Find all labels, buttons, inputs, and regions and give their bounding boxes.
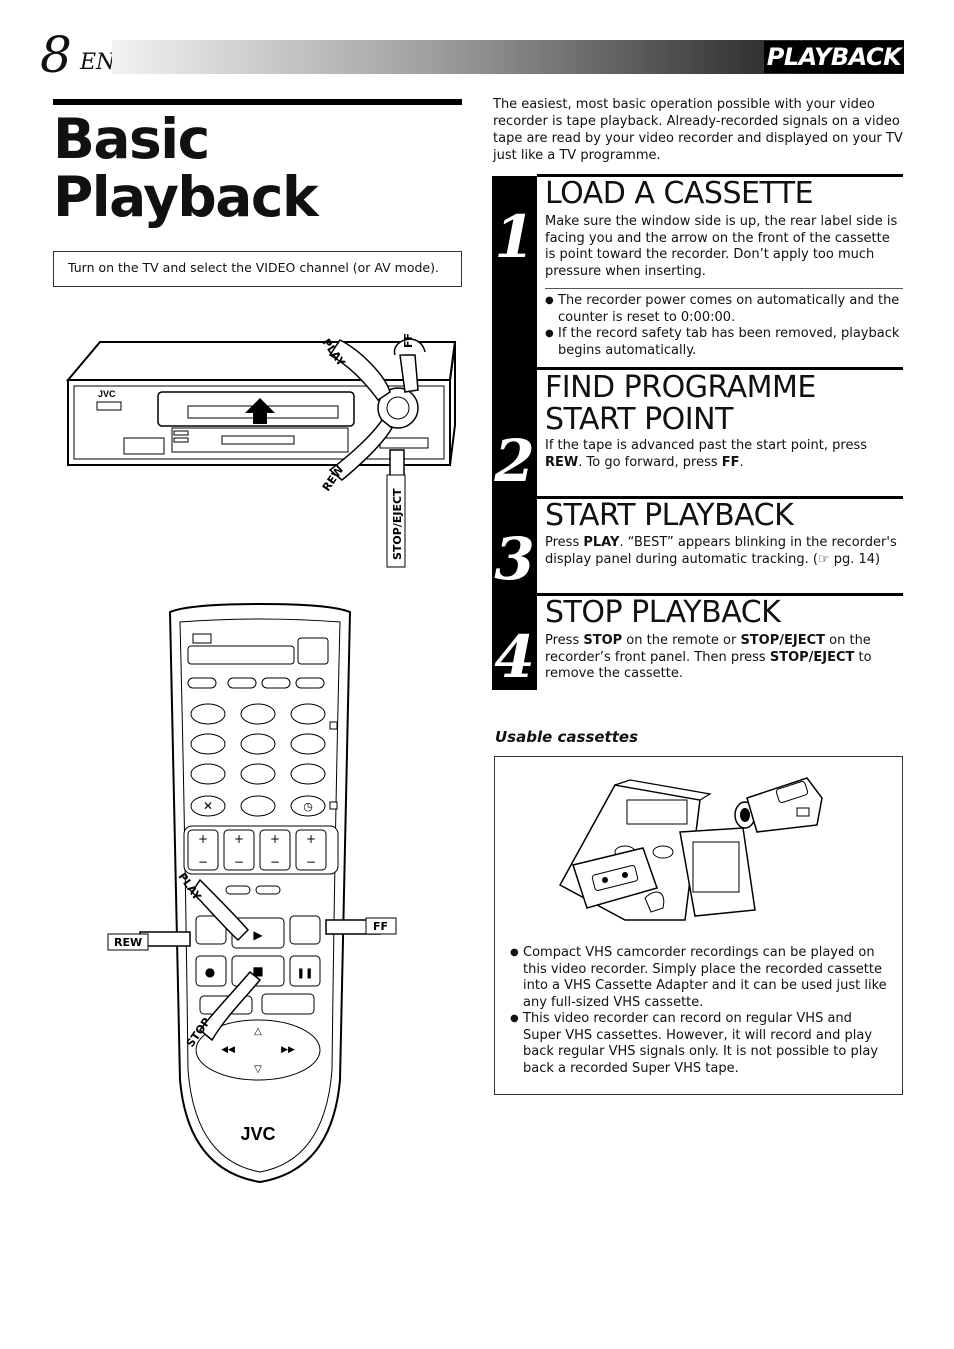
step-3-number: 3	[494, 525, 535, 593]
step-1-heading: LOAD A CASSETTE	[545, 176, 814, 211]
step-1-rule	[537, 174, 903, 177]
svg-text:●: ●	[205, 965, 215, 979]
svg-text:✕: ✕	[203, 799, 213, 813]
step-1-bullet: The recorder power comes on automaticall…	[545, 293, 900, 326]
svg-text:−: −	[306, 855, 316, 869]
vcr-ff-label: FF	[402, 333, 415, 348]
step-4-rule	[537, 593, 903, 596]
steps-number-bar	[492, 176, 537, 690]
step-4-heading: STOP PLAYBACK	[545, 595, 781, 630]
remote-brand-logo: JVC	[240, 1124, 275, 1144]
svg-text:−: −	[234, 855, 244, 869]
section-label: PLAYBACK	[764, 41, 904, 73]
svg-text:−: −	[198, 855, 208, 869]
step-1-divider	[545, 288, 903, 289]
svg-text:+: +	[270, 832, 280, 846]
tv-setup-note: Turn on the TV and select the VIDEO chan…	[53, 251, 462, 287]
vcr-illustration: JVC PLAY FF REW STOP/EJECT	[65, 333, 457, 568]
step-4-number: 4	[494, 623, 535, 691]
svg-text:❚❚: ❚❚	[297, 968, 314, 979]
step-3-rule	[537, 496, 903, 499]
remote-ff-label: FF	[373, 920, 388, 933]
step-2-rule	[537, 367, 903, 370]
step-2-number: 2	[494, 427, 535, 495]
page-language: EN	[80, 50, 116, 75]
step-2-heading: FIND PROGRAMME START POINT	[545, 370, 816, 437]
step-1-number: 1	[494, 203, 535, 271]
title-line-2: Playback	[53, 165, 319, 229]
cassette-adapter-illustration	[558, 777, 823, 921]
usable-cassettes-list: Compact VHS camcorder recordings can be …	[510, 945, 890, 1077]
step-2-body: If the tape is advanced past the start p…	[545, 438, 867, 470]
usable-bullet: Compact VHS camcorder recordings can be …	[510, 945, 890, 1011]
svg-text:+: +	[234, 832, 244, 846]
intro-paragraph: The easiest, most basic operation possib…	[493, 97, 903, 163]
svg-text:◀◀: ◀◀	[221, 1045, 235, 1055]
svg-text:◷: ◷	[303, 800, 313, 813]
svg-text:△: △	[254, 1026, 262, 1037]
vcr-stop-eject-label: STOP/EJECT	[391, 488, 404, 560]
svg-text:+: +	[198, 832, 208, 846]
step-1-body: Make sure the window side is up, the rea…	[545, 214, 898, 279]
page-title: Basic Playback	[53, 110, 463, 226]
svg-text:+: +	[306, 832, 316, 846]
usable-cassettes-box	[494, 756, 903, 1095]
usable-cassettes-heading: Usable cassettes	[495, 728, 638, 746]
svg-text:▽: ▽	[254, 1064, 262, 1075]
step-1-bullet: If the record safety tab has been remove…	[545, 326, 900, 359]
svg-text:■: ■	[252, 964, 263, 978]
svg-text:▶: ▶	[253, 928, 263, 942]
step-3-heading: START PLAYBACK	[545, 498, 794, 533]
step-3-body: Press PLAY. “BEST” appears blinking in t…	[545, 535, 897, 567]
step-1-bullets: The recorder power comes on automaticall…	[545, 293, 900, 359]
svg-text:−: −	[270, 855, 280, 869]
title-rule	[53, 99, 462, 105]
step-4-body: Press STOP on the remote or STOP/EJECT o…	[545, 633, 872, 681]
title-line-1: Basic	[53, 107, 210, 171]
usable-bullet: This video recorder can record on regula…	[510, 1011, 890, 1077]
remote-illustration: ✕ ◷ ++++ −−−− ▶ ■ ● ❚❚ △ ▽ ◀◀ ▶▶ PLAY RE…	[107, 602, 397, 1184]
remote-rew-label: REW	[114, 936, 142, 949]
svg-text:▶▶: ▶▶	[281, 1045, 295, 1055]
vcr-brand-logo: JVC	[98, 389, 116, 399]
page-number: 8	[40, 26, 72, 84]
